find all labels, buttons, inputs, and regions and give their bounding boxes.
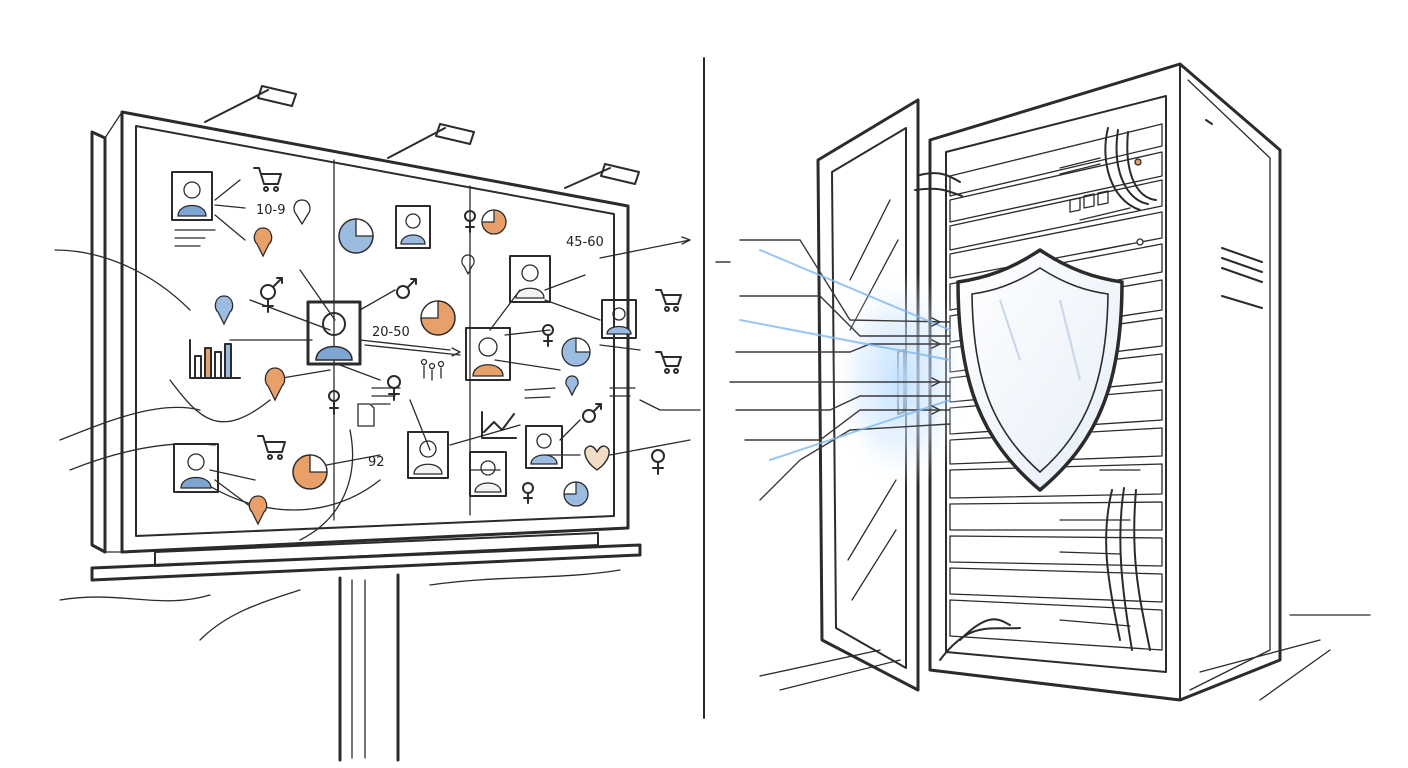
person-icon [509, 255, 551, 303]
age-label: 20-50 [372, 325, 410, 340]
gender-icon [651, 449, 665, 475]
heart-icon [584, 445, 610, 471]
location-pin-icon [214, 295, 234, 326]
shopping-cart-icon [655, 351, 682, 374]
billboard-stand [59, 532, 642, 762]
gender-icon [396, 278, 417, 299]
data-stream-lines [715, 239, 951, 501]
billboard-lamps [204, 85, 640, 189]
shopping-cart-icon [253, 167, 282, 192]
line-chart-icon [481, 411, 517, 439]
document-icon [357, 403, 375, 427]
billboard-person-cards [171, 171, 637, 497]
shield-icon [956, 248, 1124, 492]
person-icon [469, 451, 507, 497]
person-icon [395, 205, 431, 249]
location-pin-icon [253, 227, 273, 258]
billboard [59, 85, 642, 762]
gender-icon [464, 210, 476, 233]
server-cables [914, 127, 1157, 661]
bar-chart-icon [189, 339, 241, 379]
billboard-labels: 10-9 45-60 20-50 92 [256, 203, 604, 470]
billboard-text-stubs [174, 229, 636, 405]
pie-chart-icon [481, 209, 507, 235]
location-pin-icon [461, 254, 475, 275]
gender-icon [582, 403, 602, 423]
age-label: 45-60 [566, 235, 604, 250]
gender-icon [387, 375, 401, 401]
pie-chart-icon [338, 218, 374, 254]
person-icon [525, 425, 563, 469]
billboard-gender-symbols [260, 210, 665, 504]
gender-icon [328, 390, 340, 415]
billboard-pins [214, 199, 579, 526]
shopping-cart-icon [257, 435, 286, 460]
people-group-icon [420, 358, 445, 381]
gender-icon [260, 277, 283, 313]
location-pin-icon [248, 495, 268, 526]
person-icon [601, 299, 637, 339]
pie-chart-icon [563, 481, 589, 507]
billboard-carts [253, 167, 682, 460]
location-pin-icon [264, 367, 286, 402]
gender-icon [542, 324, 554, 347]
number-label: 92 [368, 455, 385, 470]
gender-icon [522, 482, 534, 504]
pie-chart-icon [420, 300, 456, 336]
glow-effect [830, 270, 970, 490]
person-icon [171, 171, 213, 221]
location-pin-icon [565, 375, 579, 397]
billboard-pies [292, 209, 591, 507]
pie-chart-icon [292, 454, 328, 490]
billboard-frame [90, 110, 630, 554]
billboard-network-lines [54, 179, 701, 541]
shopping-cart-icon [655, 289, 682, 312]
billboard-charts [189, 339, 610, 471]
person-icon [407, 431, 449, 479]
person-icon [465, 327, 511, 381]
location-pin-icon [293, 199, 311, 225]
server-rack [715, 62, 1371, 702]
pie-chart-icon [561, 337, 591, 367]
age-label: 10-9 [256, 203, 286, 218]
person-icon [306, 300, 362, 366]
person-icon [173, 443, 219, 493]
